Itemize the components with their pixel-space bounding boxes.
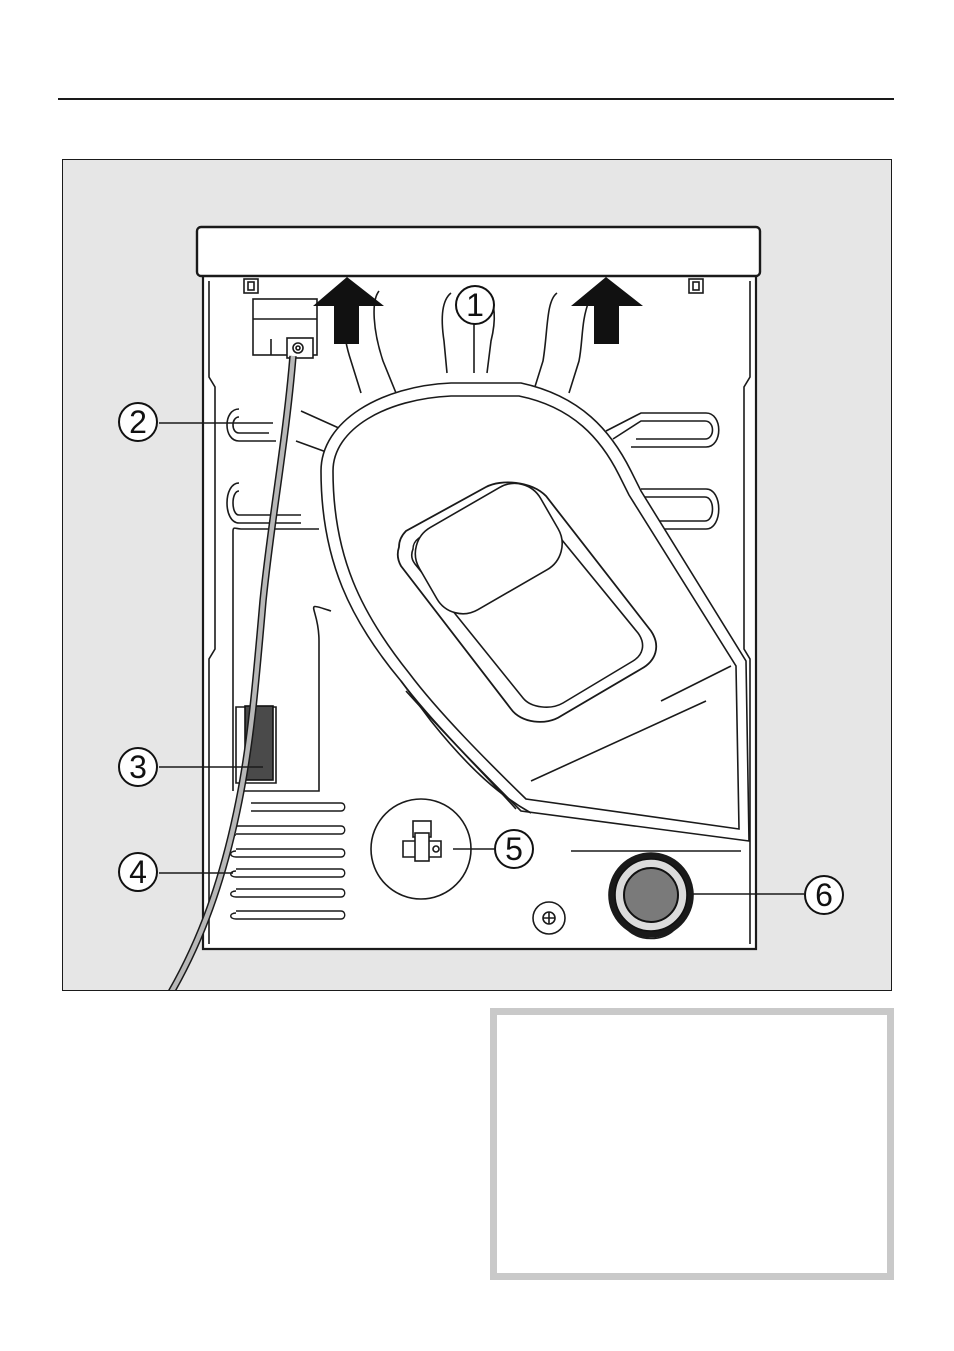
callout-1: 1 (455, 285, 495, 325)
callout-3: 3 (118, 747, 158, 787)
header-rule (58, 98, 894, 100)
dryer-rear-illustration: 1 2 3 4 5 6 (62, 159, 892, 991)
callout-6: 6 (804, 875, 844, 915)
callout-4: 4 (118, 852, 158, 892)
note-box (490, 1008, 894, 1280)
callout-2: 2 (118, 402, 158, 442)
callout-5: 5 (494, 829, 534, 869)
